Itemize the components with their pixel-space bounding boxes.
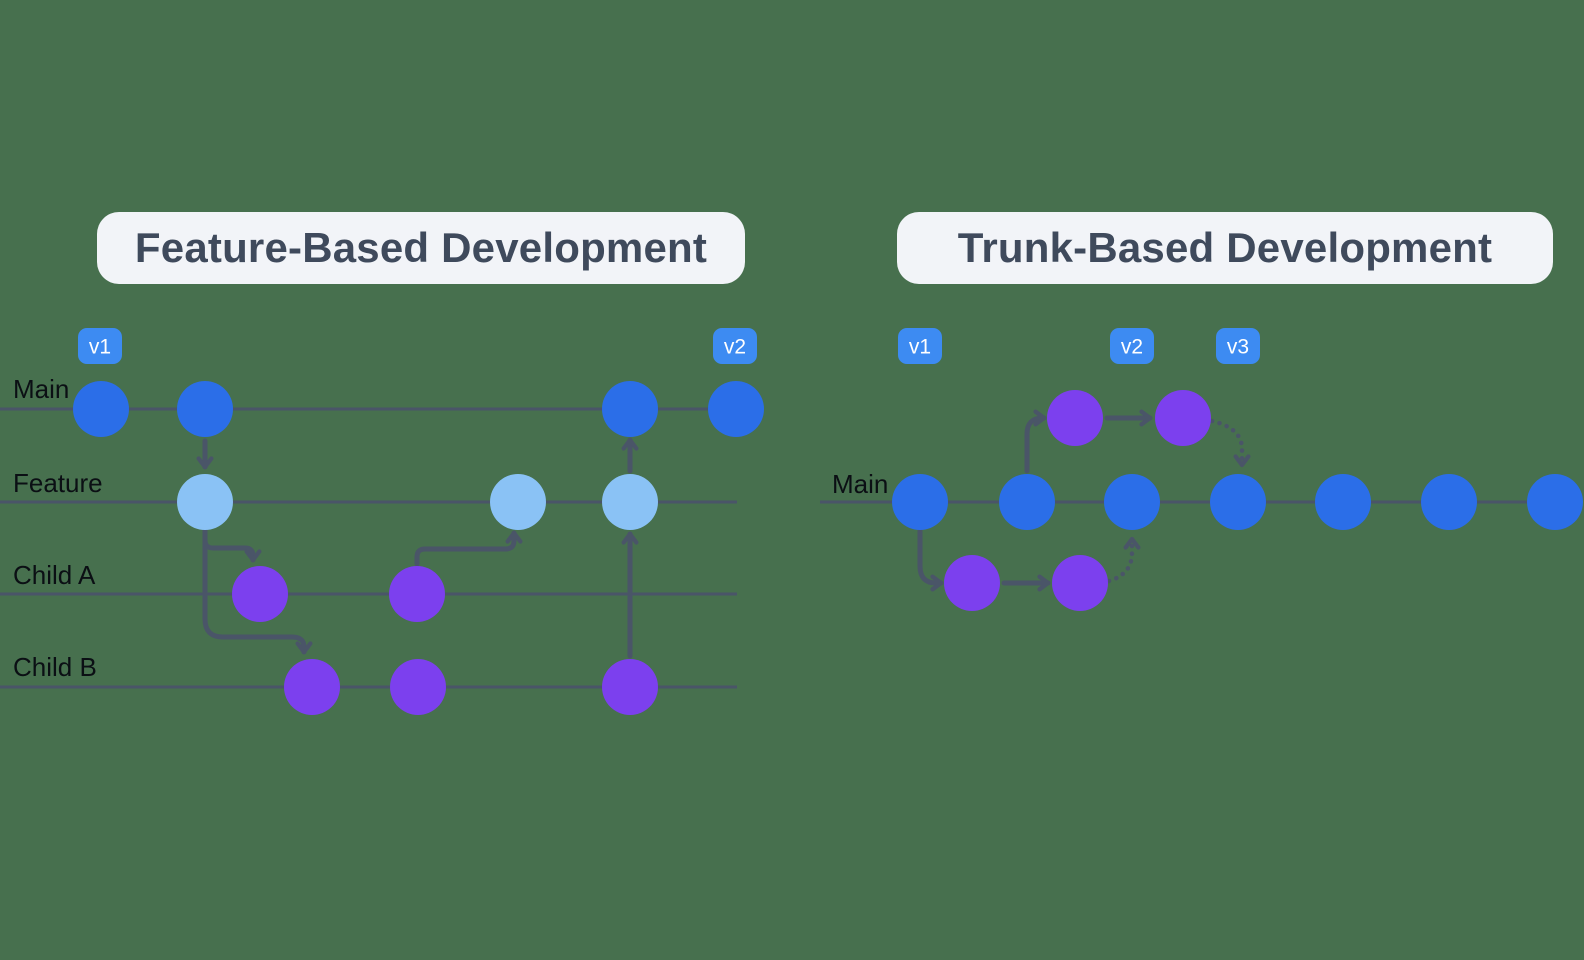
panel-title-feature-based: Feature-Based Development: [97, 212, 745, 284]
version-badge-label: v1: [89, 336, 111, 359]
commit-main: [1527, 474, 1583, 530]
version-badge-v1: v1: [898, 328, 942, 364]
version-badge-v2: v2: [1110, 328, 1154, 364]
commit-main: [177, 381, 233, 437]
commit-main: [602, 381, 658, 437]
version-badge-bg: [1110, 328, 1154, 364]
commit-main: [708, 381, 764, 437]
version-badge-label: v1: [909, 336, 931, 359]
version-badge-v2: v2: [713, 328, 757, 364]
version-badge-label: v3: [1227, 336, 1249, 359]
lane-label-main: Main: [832, 469, 888, 499]
panel-title-trunk-based-text: Trunk-Based Development: [957, 224, 1493, 271]
main-to-top-branch-arrow: [1024, 409, 1047, 474]
lane-label-child-a: Child A: [13, 560, 96, 590]
commit-short-lived-top: [1047, 390, 1103, 446]
commit-child-a: [389, 566, 445, 622]
version-badge-bg: [713, 328, 757, 364]
version-badge-label: v2: [724, 336, 746, 359]
commit-short-lived-bottom: [944, 555, 1000, 611]
version-badge-bg: [78, 328, 122, 364]
feature-to-child-a-branch-arrow: [202, 528, 262, 563]
version-badge-bg: [1216, 328, 1260, 364]
feature-to-child-b-branch-arrow: [202, 528, 313, 655]
main-to-bottom-branch-arrow: [917, 528, 944, 592]
commit-child-b: [284, 659, 340, 715]
commit-child-b: [602, 659, 658, 715]
version-badge-label: v2: [1121, 336, 1143, 359]
lane-label-feature: Feature: [13, 468, 103, 498]
commit-main: [1315, 474, 1371, 530]
commit-main: [1421, 474, 1477, 530]
commit-main: [1104, 474, 1160, 530]
panel-title-trunk-based: Trunk-Based Development: [897, 212, 1553, 284]
version-badge-v1: v1: [78, 328, 122, 364]
commit-main: [892, 474, 948, 530]
top-merge-to-main-arrow: [1209, 418, 1251, 468]
commit-feature: [602, 474, 658, 530]
commit-feature: [490, 474, 546, 530]
lane-label-child-b: Child B: [13, 652, 97, 682]
commit-short-lived-top: [1155, 390, 1211, 446]
commit-main: [1210, 474, 1266, 530]
version-badge-bg: [898, 328, 942, 364]
commit-main: [999, 474, 1055, 530]
lane-label-main: Main: [13, 374, 69, 404]
commit-child-a: [232, 566, 288, 622]
panel-title-feature-based-text: Feature-Based Development: [134, 224, 708, 271]
version-badge-v3: v3: [1216, 328, 1260, 364]
commit-short-lived-bottom: [1052, 555, 1108, 611]
bottom-merge-to-main-arrow: [1106, 536, 1141, 584]
commit-main: [73, 381, 129, 437]
commit-feature: [177, 474, 233, 530]
child-a-merge-to-feature-arrow: [414, 530, 523, 567]
commit-child-b: [390, 659, 446, 715]
